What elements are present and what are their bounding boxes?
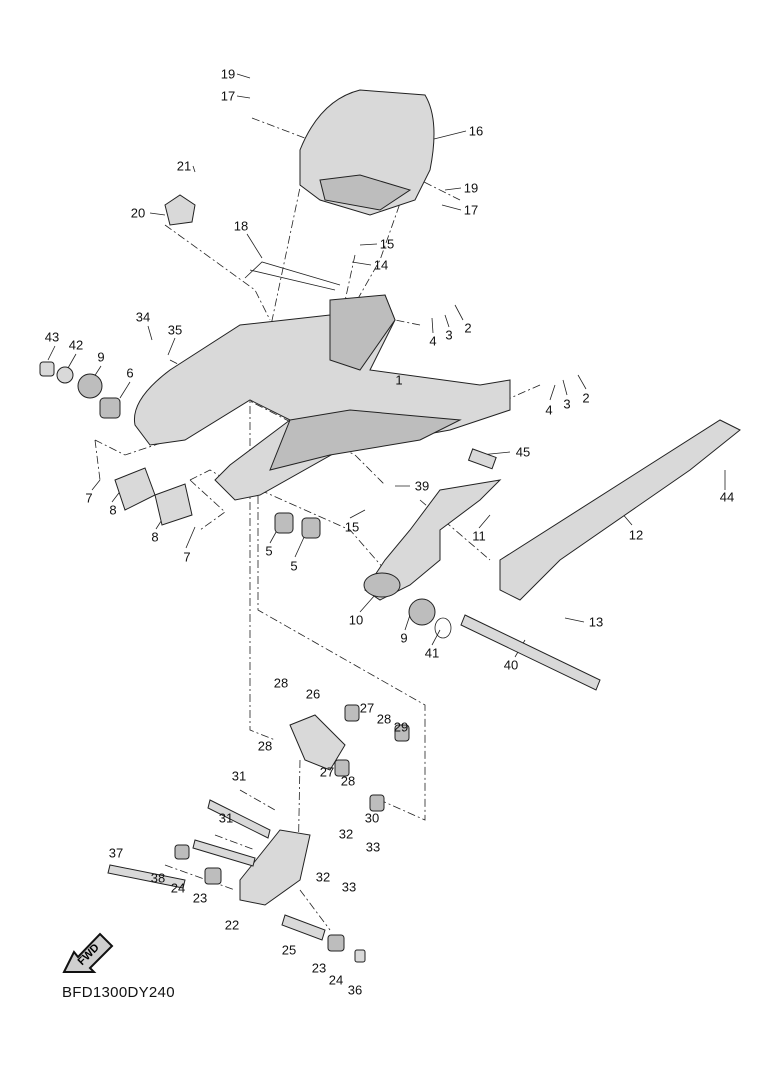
callout[interactable]: 30 (364, 810, 380, 826)
callout[interactable]: 24 (170, 880, 186, 896)
callout[interactable]: 45 (515, 444, 531, 460)
callout[interactable]: 13 (588, 614, 604, 630)
callout[interactable]: 19 (220, 66, 236, 82)
part-pivot-shaft (460, 614, 601, 691)
callout[interactable]: 8 (109, 502, 117, 518)
callout[interactable]: 9 (400, 630, 408, 646)
callout[interactable]: 9 (97, 349, 105, 365)
callout[interactable]: 28 (376, 711, 392, 727)
callout[interactable]: 23 (192, 890, 208, 906)
callout[interactable]: 7 (183, 549, 191, 565)
callout[interactable]: 19 (463, 180, 479, 196)
callout[interactable]: 25 (281, 942, 297, 958)
callout[interactable]: 33 (365, 839, 381, 855)
diagram-code: BFD1300DY240 (62, 984, 175, 1001)
callout[interactable]: 10 (348, 612, 364, 628)
callout[interactable]: 42 (68, 337, 84, 353)
callout[interactable]: 36 (347, 982, 363, 998)
callout[interactable]: 40 (503, 657, 519, 673)
callout[interactable]: 1 (395, 372, 403, 388)
callout[interactable]: 4 (429, 333, 437, 349)
part-chain-case (499, 419, 741, 601)
callout[interactable]: 37 (108, 845, 124, 861)
callout[interactable]: 34 (135, 309, 151, 325)
callout[interactable]: 41 (424, 645, 440, 661)
callout[interactable]: 20 (130, 205, 146, 221)
callout[interactable]: 22 (224, 917, 240, 933)
callout[interactable]: 23 (311, 960, 327, 976)
callout[interactable]: 28 (257, 738, 273, 754)
callout[interactable]: 12 (628, 527, 644, 543)
callout[interactable]: 24 (328, 972, 344, 988)
callout[interactable]: 27 (319, 764, 335, 780)
callout[interactable]: 31 (231, 768, 247, 784)
part-chain-guard (364, 479, 502, 601)
callout[interactable]: 7 (85, 490, 93, 506)
callout[interactable]: 32 (338, 826, 354, 842)
callout[interactable]: 39 (414, 478, 430, 494)
callout[interactable]: 28 (273, 675, 289, 691)
callout[interactable]: 17 (220, 88, 236, 104)
callout[interactable]: 38 (150, 870, 166, 886)
callout[interactable]: 5 (265, 543, 273, 559)
part-swingarm (133, 294, 511, 501)
callout[interactable]: 27 (359, 700, 375, 716)
part-bracket (164, 194, 196, 226)
callout[interactable]: 3 (563, 396, 571, 412)
callout[interactable]: 5 (290, 558, 298, 574)
callout[interactable]: 8 (151, 529, 159, 545)
forward-direction-icon: FWD (62, 932, 114, 973)
callout[interactable]: 2 (582, 390, 590, 406)
callout[interactable]: 14 (373, 257, 389, 273)
callout[interactable]: 44 (719, 489, 735, 505)
callout[interactable]: 33 (341, 879, 357, 895)
part-relay-arm (289, 714, 346, 771)
callout[interactable]: 4 (545, 402, 553, 418)
callout[interactable]: 21 (176, 158, 192, 174)
callout[interactable]: 2 (464, 320, 472, 336)
callout[interactable]: 11 (472, 528, 486, 544)
callout[interactable]: 28 (340, 773, 356, 789)
callout[interactable]: 15 (379, 236, 395, 252)
callout[interactable]: 35 (167, 322, 183, 338)
callout[interactable]: 43 (44, 329, 60, 345)
callout[interactable]: 16 (468, 123, 484, 139)
callout[interactable]: 29 (393, 719, 409, 735)
callout[interactable]: 6 (126, 365, 134, 381)
callout[interactable]: 31 (218, 810, 234, 826)
callout[interactable]: 18 (233, 218, 249, 234)
callout[interactable]: 15 (344, 519, 360, 535)
callout[interactable]: 17 (463, 202, 479, 218)
callout[interactable]: 3 (445, 327, 453, 343)
callout[interactable]: 26 (305, 686, 321, 702)
part-connecting-rod (239, 829, 311, 906)
callout[interactable]: 32 (315, 869, 331, 885)
